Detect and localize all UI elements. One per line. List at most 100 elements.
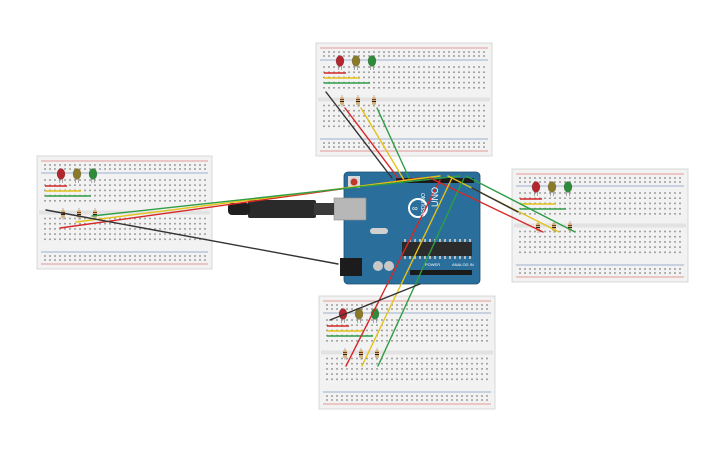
hole xyxy=(451,378,453,381)
hole xyxy=(471,373,473,375)
hole xyxy=(154,255,156,257)
hole xyxy=(383,120,385,122)
hole xyxy=(574,192,576,194)
hole xyxy=(471,324,473,326)
hole xyxy=(403,87,405,89)
hole xyxy=(54,255,56,257)
hole xyxy=(421,368,423,370)
hole xyxy=(481,399,483,401)
hole xyxy=(343,66,345,68)
hole xyxy=(59,179,61,181)
hole xyxy=(659,246,661,248)
hole xyxy=(456,362,458,365)
hole xyxy=(164,168,166,170)
hole xyxy=(348,125,350,128)
hole xyxy=(574,268,576,270)
hole xyxy=(129,233,131,235)
hole xyxy=(149,200,151,202)
hole xyxy=(336,319,338,321)
hole xyxy=(609,207,611,210)
hole xyxy=(393,104,395,107)
hole xyxy=(481,395,483,397)
hole xyxy=(599,268,601,270)
arduino-uno-board[interactable]: ∞ xyxy=(228,171,481,285)
hole xyxy=(458,51,460,53)
hole xyxy=(664,192,666,194)
hole xyxy=(416,395,418,397)
hole xyxy=(614,213,616,215)
hole xyxy=(381,395,383,397)
hole xyxy=(403,115,405,117)
hole xyxy=(649,207,651,210)
led-red xyxy=(531,181,541,193)
hole xyxy=(544,181,546,183)
hole xyxy=(396,395,398,397)
hole xyxy=(373,71,375,73)
hole xyxy=(59,222,61,225)
hole xyxy=(114,228,116,230)
hole xyxy=(483,71,485,73)
hole xyxy=(453,109,455,112)
resistor-band xyxy=(375,352,379,353)
hole xyxy=(358,120,360,122)
hole xyxy=(361,399,363,401)
hole xyxy=(69,255,71,257)
hole xyxy=(599,207,601,210)
hole xyxy=(629,202,631,205)
hole xyxy=(486,334,488,337)
hole xyxy=(674,213,676,215)
hole xyxy=(481,308,483,310)
crystal-oscillator xyxy=(370,228,388,234)
wire-green xyxy=(91,175,461,217)
hole xyxy=(463,125,465,128)
hole xyxy=(391,399,393,401)
hole xyxy=(594,272,596,274)
hole xyxy=(448,115,450,117)
hole xyxy=(408,55,410,57)
hole xyxy=(554,230,556,233)
hole xyxy=(189,184,191,186)
hole xyxy=(164,189,166,192)
hole xyxy=(476,304,478,306)
hole xyxy=(159,179,161,181)
hole xyxy=(486,308,488,310)
hole xyxy=(189,259,191,261)
hole xyxy=(456,373,458,375)
hole xyxy=(614,235,616,238)
hole xyxy=(396,340,398,342)
hole xyxy=(614,241,616,243)
hole xyxy=(99,179,101,181)
hole xyxy=(326,357,328,360)
hole xyxy=(346,319,348,321)
hole xyxy=(74,168,76,170)
hole xyxy=(119,228,121,230)
hole xyxy=(594,202,596,205)
resistor-band xyxy=(552,225,556,226)
hole xyxy=(679,251,681,254)
hole xyxy=(451,324,453,326)
hole xyxy=(179,259,181,261)
hole xyxy=(398,115,400,117)
hole xyxy=(119,194,121,197)
hole xyxy=(356,340,358,342)
hole xyxy=(204,164,206,166)
hole xyxy=(94,200,96,202)
hole xyxy=(594,213,596,215)
capacitor xyxy=(384,261,394,271)
hole xyxy=(368,104,370,107)
hole xyxy=(204,228,206,230)
hole xyxy=(398,71,400,73)
hole xyxy=(401,304,403,306)
hole xyxy=(149,259,151,261)
hole xyxy=(609,230,611,233)
hole xyxy=(376,378,378,381)
arduino-model-label: ARDUINO xyxy=(421,193,427,216)
hole xyxy=(559,230,561,233)
hole xyxy=(129,184,131,186)
hole xyxy=(164,194,166,197)
hole xyxy=(604,241,606,243)
chip-pin xyxy=(459,239,461,242)
hole xyxy=(589,251,591,254)
hole xyxy=(109,255,111,257)
hole xyxy=(619,241,621,243)
